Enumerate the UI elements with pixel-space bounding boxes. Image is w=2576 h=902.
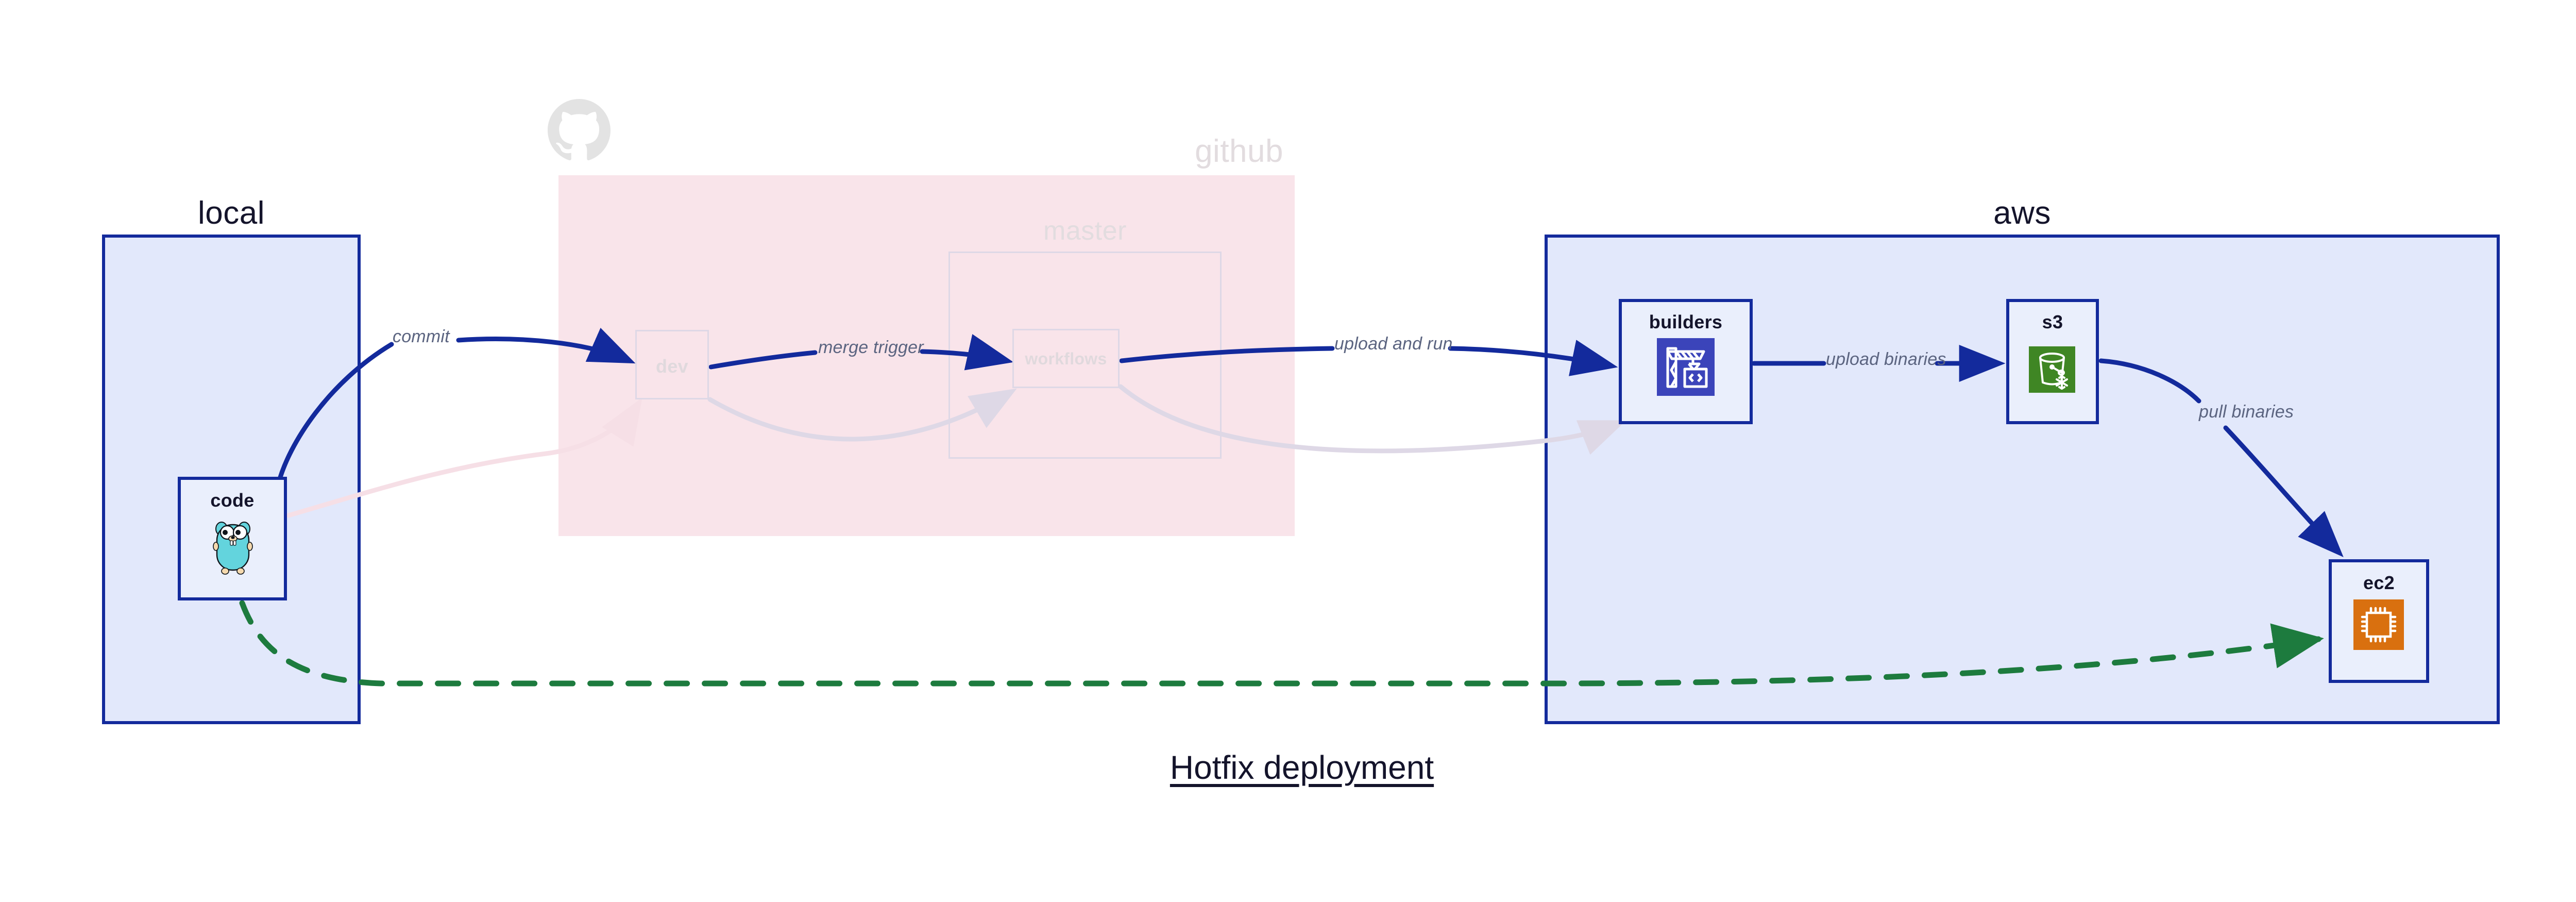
edge-dev-workflows-head [708,350,818,370]
cluster-label-local: local [197,195,265,231]
edge-label-pull-binaries: pull binaries [2199,402,2294,422]
node-label-workflows: workflows [1025,349,1107,368]
edge-s3-ec2-head [2098,358,2201,404]
edge-s3-ec2-tail [2223,425,2344,558]
edge-workflows-builders-head [1119,346,1335,363]
edge-ghost-workflows-out [1118,384,1626,455]
node-label-builders: builders [1649,311,1723,332]
node-label-ec2: ec2 [2363,572,2395,593]
node-dev[interactable] [635,330,709,399]
edge-label-commit: commit [393,327,450,346]
edge-label-upload-binaries: upload binaries [1826,349,1946,369]
edge-dev-workflows-tail [920,334,1014,371]
aws-ec2-icon [2353,599,2404,650]
cluster-label-github: github [1195,133,1283,169]
subcluster-label-master: master [1043,216,1127,246]
node-workflows[interactable] [1012,329,1120,388]
edge-code-ec2-dashed [239,600,2324,687]
cluster-label-aws: aws [1993,195,2051,231]
edge-ghost-dev-workflows [707,388,1017,442]
edge-workflows-builders-tail [1448,340,1618,376]
node-label-code: code [210,490,255,511]
aws-s3-glacier-icon [2029,346,2075,393]
go-gopher-icon [209,515,257,576]
node-builders[interactable] [1619,299,1753,424]
edge-code-dev [276,342,394,487]
edge-code-dev-tail [456,327,636,364]
node-label-dev: dev [656,356,688,377]
node-label-s3: s3 [2042,311,2063,332]
edge-label-merge-trigger: merge trigger [818,338,924,357]
edge-ghost-code-dev [286,397,642,518]
edge-label-upload-and-run: upload and run [1334,334,1453,354]
diagram-title: Hotfix deployment [1170,749,1434,786]
github-octocat-icon [548,99,611,162]
aws-codebuild-icon [1657,338,1715,396]
